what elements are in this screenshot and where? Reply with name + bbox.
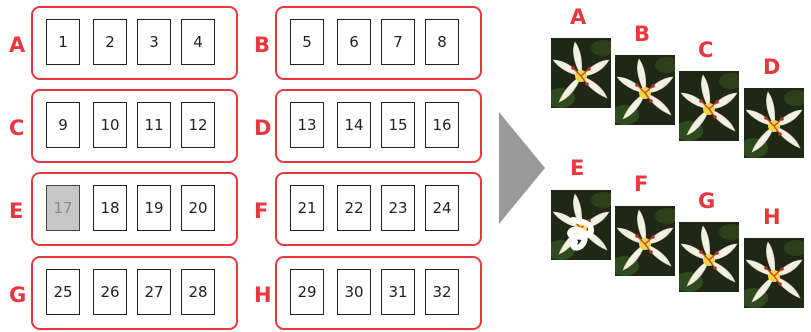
packet-cell: 11 [137, 102, 171, 148]
group-label-d: D [254, 116, 272, 140]
packet-cell: 16 [425, 102, 459, 148]
image-label-h: H [763, 205, 781, 229]
right-arrow-icon [499, 112, 545, 224]
packet-cell: 1 [46, 19, 80, 65]
packet-cell: 30 [337, 269, 371, 315]
lily-flower-image [744, 88, 804, 158]
packet-cell: 32 [425, 269, 459, 315]
group-label-f: F [254, 199, 269, 223]
lily-flower-damaged-image [551, 190, 611, 260]
lily-flower-image [615, 55, 675, 125]
lily-flower-image [615, 206, 675, 276]
packet-cell: 14 [337, 102, 371, 148]
image-label-e: E [570, 156, 585, 180]
packet-cell: 26 [93, 269, 127, 315]
packet-cell: 5 [290, 19, 324, 65]
packet-cell-missing: 17 [46, 185, 80, 231]
packet-cell: 25 [46, 269, 80, 315]
packet-cell: 10 [93, 102, 127, 148]
packet-cell: 27 [137, 269, 171, 315]
lily-flower-image [551, 38, 611, 108]
packet-cell: 22 [337, 185, 371, 231]
group-label-c: C [9, 116, 25, 140]
packet-cell: 19 [137, 185, 171, 231]
packet-cell: 7 [381, 19, 415, 65]
lily-flower-image [744, 238, 804, 308]
packet-cell: 12 [181, 102, 215, 148]
image-label-d: D [763, 55, 781, 79]
packet-cell: 23 [381, 185, 415, 231]
packet-cell: 4 [181, 19, 215, 65]
group-label-e: E [9, 199, 24, 223]
image-label-c: C [698, 38, 714, 62]
packet-cell: 24 [425, 185, 459, 231]
group-label-b: B [254, 33, 271, 57]
packet-cell: 3 [137, 19, 171, 65]
packet-cell: 29 [290, 269, 324, 315]
group-label-h: H [254, 283, 272, 307]
group-label-g: G [9, 283, 27, 307]
lily-flower-image [679, 222, 739, 292]
group-label-a: A [9, 33, 26, 57]
packet-cell: 9 [46, 102, 80, 148]
image-label-g: G [698, 189, 716, 213]
packet-cell: 20 [181, 185, 215, 231]
image-label-f: F [634, 172, 649, 196]
lily-flower-image [679, 71, 739, 141]
packet-cell: 6 [337, 19, 371, 65]
packet-cell: 8 [425, 19, 459, 65]
image-label-a: A [570, 5, 587, 29]
packet-cell: 2 [93, 19, 127, 65]
image-label-b: B [634, 22, 651, 46]
packet-cell: 28 [181, 269, 215, 315]
packet-cell: 31 [381, 269, 415, 315]
packet-cell: 18 [93, 185, 127, 231]
packet-cell: 21 [290, 185, 324, 231]
packet-cell: 13 [290, 102, 324, 148]
packet-cell: 15 [381, 102, 415, 148]
